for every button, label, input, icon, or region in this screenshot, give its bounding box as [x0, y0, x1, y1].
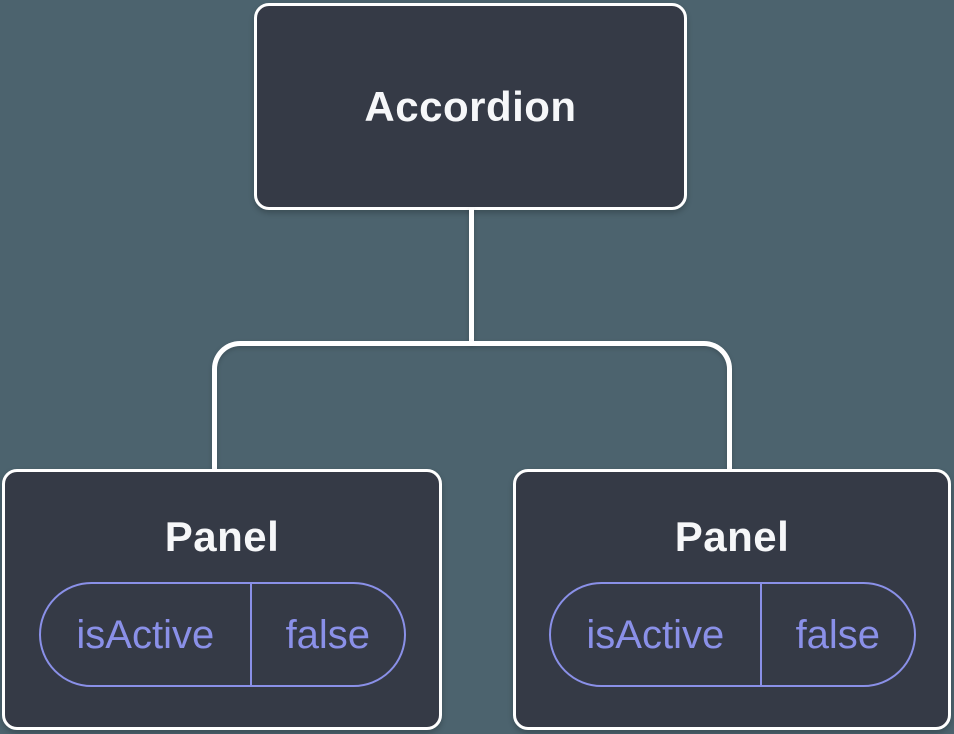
panel-node-right: Panel isActive false [513, 469, 951, 730]
accordion-node: Accordion [254, 3, 687, 210]
state-value-label: false [795, 612, 881, 657]
state-pill: isActive false [38, 582, 406, 687]
panel-node-left: Panel isActive false [2, 469, 442, 730]
state-pill: isActive false [548, 582, 916, 687]
connector-branch [212, 341, 732, 471]
state-key-label: isActive [41, 584, 253, 685]
state-value-label: false [285, 612, 371, 657]
panel-node-label: Panel [674, 513, 790, 560]
state-key-label: isActive [551, 584, 763, 685]
connector-stem [469, 208, 474, 344]
panel-node-label: Panel [164, 513, 280, 560]
accordion-node-label: Accordion [364, 82, 577, 130]
